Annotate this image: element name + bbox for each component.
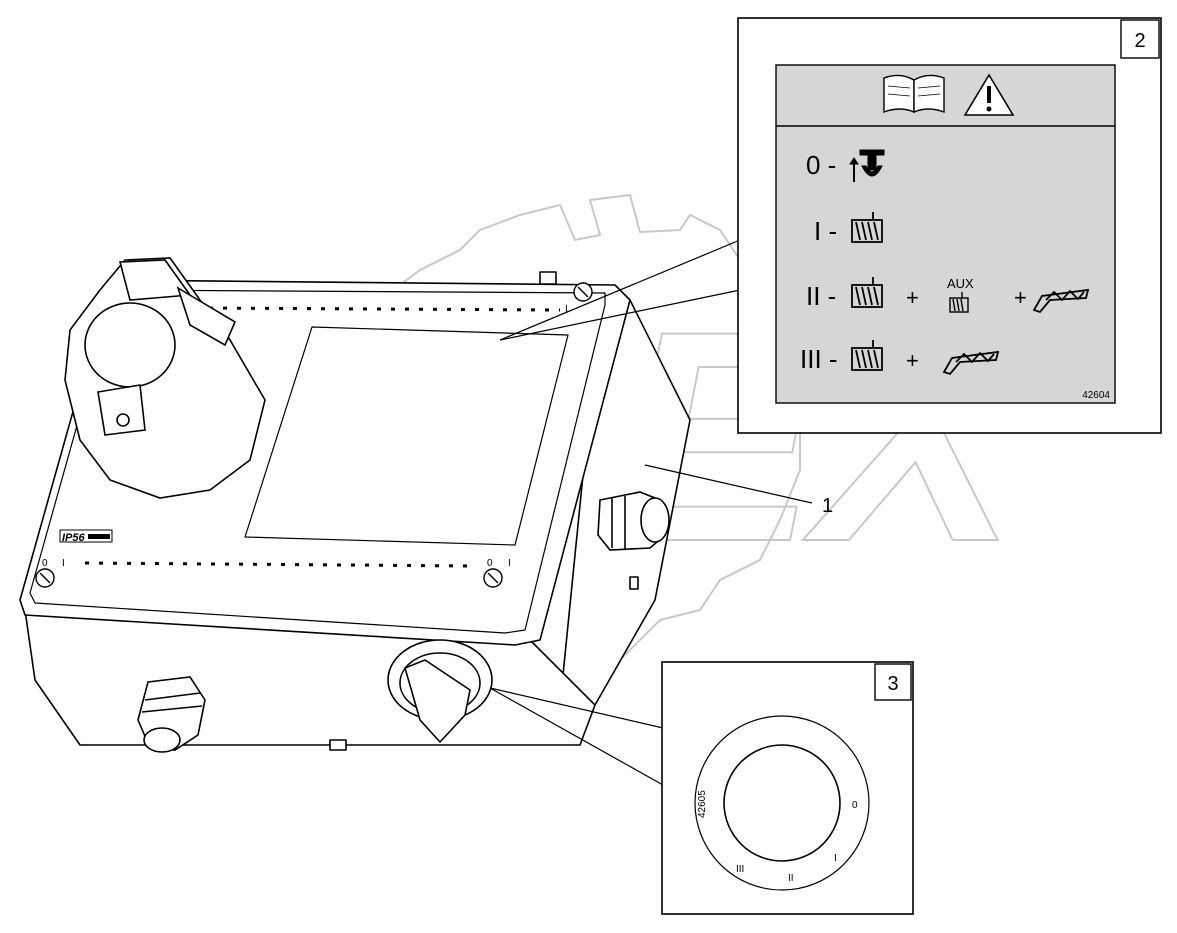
row-2-prefix: II - — [806, 281, 836, 311]
leader-3-upper — [489, 687, 664, 729]
label-plate — [775, 64, 1116, 404]
aux-winch-icon — [949, 292, 969, 313]
row-3-plus: + — [906, 348, 919, 373]
leader-1 — [644, 464, 813, 504]
leader-lines — [489, 239, 813, 786]
boom-icon — [942, 350, 1000, 376]
leader-2-lower — [499, 289, 741, 341]
hook-lift-icon — [849, 149, 885, 182]
manual-book-icon — [883, 74, 945, 114]
side-clip — [629, 576, 639, 590]
dial-code: 42605 — [697, 790, 708, 818]
dial-inner-knob — [723, 744, 841, 862]
socket-screw — [116, 413, 130, 427]
marker-left-i: I — [62, 558, 65, 569]
front-cable-gland — [137, 676, 206, 753]
winch-drum-icon — [851, 340, 883, 371]
lid-screws — [35, 282, 593, 588]
callout-2-box — [1120, 19, 1160, 59]
dial-pos-3: III — [736, 864, 744, 875]
winch-drum-icon — [851, 212, 883, 243]
dial-pos-1: I — [834, 853, 837, 864]
leader-2-upper — [499, 239, 741, 341]
lid-label-window — [244, 326, 569, 546]
screw-slot — [39, 572, 51, 584]
row-2-plus-1: + — [906, 285, 919, 310]
ip-badge-text: IP56 — [62, 532, 86, 544]
marker-right-o: 0 — [487, 558, 493, 569]
screw-slot — [577, 286, 589, 298]
top-knob — [539, 271, 557, 285]
gland-cap — [143, 727, 181, 753]
callout-1: 1 — [822, 495, 833, 517]
leader-3-lower — [489, 687, 664, 786]
bottom-clip — [329, 739, 347, 751]
dial-pos-2: II — [788, 873, 794, 884]
dash-row-top — [194, 306, 561, 312]
dial-pos-0: 0 — [852, 800, 858, 811]
socket-latch — [97, 384, 146, 436]
row-1-prefix: I - — [814, 216, 837, 246]
detail-panel-2: 2 0 - I - — [737, 17, 1162, 434]
switch-handle — [404, 659, 471, 744]
power-socket — [64, 257, 266, 499]
dial-outer-ring — [694, 715, 870, 891]
rotary-switch — [387, 639, 493, 744]
row-0-prefix: 0 - — [806, 150, 836, 180]
winch-drum-icon — [851, 277, 883, 308]
dash-row-bottom — [84, 561, 476, 568]
gland-cap — [640, 497, 670, 543]
gland-ridge — [141, 705, 203, 713]
marker-top-i: I — [565, 304, 568, 315]
row-2-aux: AUX — [947, 276, 974, 291]
gland-ridge — [144, 692, 201, 701]
warning-triangle-icon — [963, 73, 1015, 116]
row-3-prefix: III - — [800, 344, 838, 374]
callout-3: 3 — [887, 673, 898, 695]
detail-panel-3: 3 0 I II III 42605 — [661, 661, 914, 915]
label-plate-code: 42604 — [1082, 390, 1110, 401]
side-cable-gland — [597, 491, 670, 551]
socket-hinge — [176, 286, 237, 347]
marker-left-o: 0 — [42, 558, 48, 569]
row-2-plus-2: + — [1014, 285, 1027, 310]
ip-badge: IP56 — [59, 529, 113, 544]
boom-icon — [1032, 288, 1090, 314]
socket-face — [84, 302, 176, 388]
callout-2: 2 — [1134, 30, 1145, 52]
marker-right-i: I — [508, 558, 511, 569]
screw-slot — [487, 572, 499, 584]
lid-dash-rows — [84, 306, 561, 568]
callout-3-box — [874, 663, 912, 701]
